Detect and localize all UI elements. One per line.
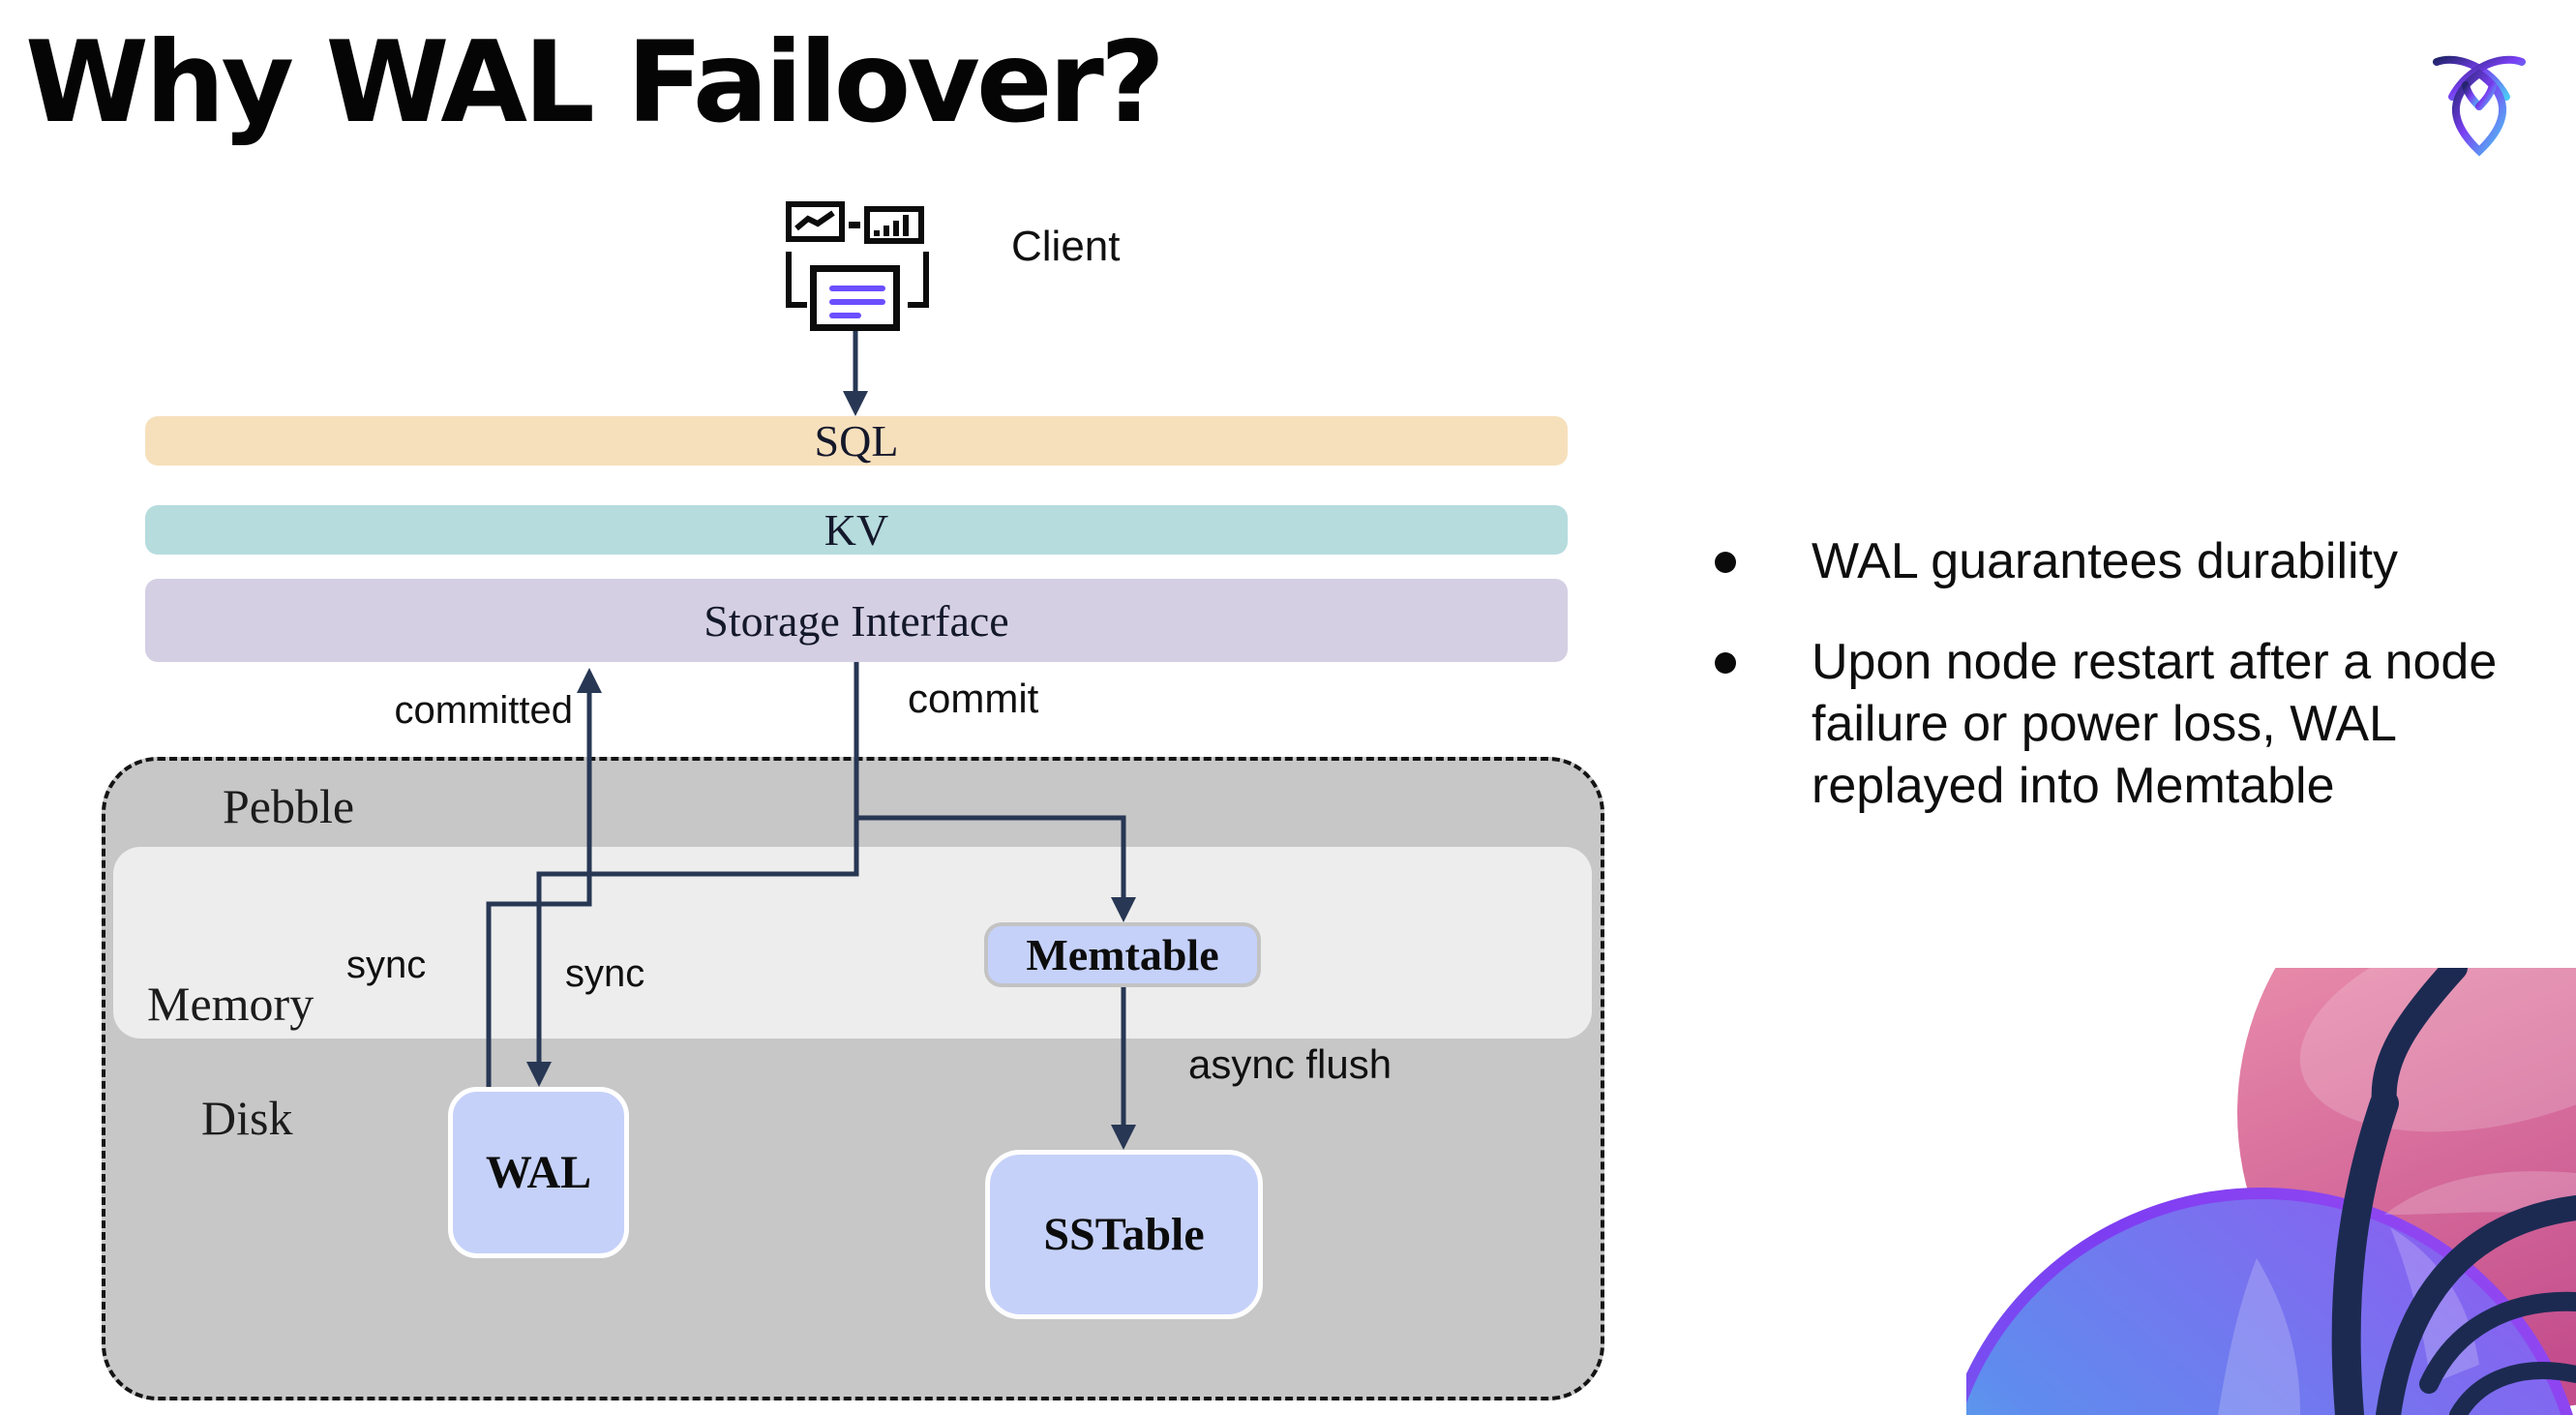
sync-edge-label: sync <box>346 944 427 986</box>
bar-chart-icon <box>864 206 924 244</box>
disk-label: Disk <box>201 1091 293 1145</box>
dash-connector <box>849 222 860 228</box>
statement-line <box>829 299 885 305</box>
sql-statement-icon <box>810 265 900 331</box>
sstable-node-label: SSTable <box>1043 1209 1205 1260</box>
bullet-icon <box>1715 552 1736 573</box>
list-item: Upon node restart after a node failure o… <box>1703 631 2574 817</box>
memory-region <box>113 847 1592 1039</box>
wal-node: WAL <box>448 1087 629 1258</box>
async-flush-edge-label: async flush <box>1188 1041 1393 1087</box>
bullet-list: WAL guarantees durability Upon node rest… <box>1703 530 2574 856</box>
page-title: Why WAL Failover? <box>25 17 1165 148</box>
client-icon <box>780 194 935 339</box>
cockroachdb-logo-icon <box>2433 55 2526 157</box>
line-chart-icon <box>786 201 845 242</box>
client-label: Client <box>1011 223 1121 270</box>
layer-sql: SQL <box>145 416 1568 466</box>
layer-storage-interface-label: Storage Interface <box>704 595 1009 646</box>
committed-edge-label: committed <box>394 689 574 732</box>
layer-kv-label: KV <box>824 505 889 555</box>
bullet-text: WAL guarantees durability <box>1812 533 2399 589</box>
layer-storage-interface: Storage Interface <box>145 579 1568 662</box>
memtable-node-label: Memtable <box>1026 930 1219 979</box>
bullet-text: Upon node restart after a node failure o… <box>1812 634 2498 814</box>
commit-edge-label: commit <box>908 676 1039 721</box>
sstable-node: SSTable <box>985 1150 1263 1319</box>
arrowhead-down <box>843 391 868 416</box>
statement-line <box>829 286 885 291</box>
statement-line <box>829 313 861 318</box>
pebble-label: Pebble <box>223 779 355 833</box>
layer-kv: KV <box>145 505 1568 555</box>
list-item: WAL guarantees durability <box>1703 530 2574 592</box>
wal-node-label: WAL <box>485 1147 592 1198</box>
memtable-node: Memtable <box>984 922 1261 987</box>
bracket-right <box>908 252 929 308</box>
layer-sql-label: SQL <box>814 416 899 466</box>
bracket-left <box>786 252 807 308</box>
sync-edge-label: sync <box>565 952 645 995</box>
blue-circle <box>1966 1188 2573 1415</box>
arrowhead-up <box>577 668 602 693</box>
memory-label: Memory <box>147 977 315 1031</box>
cockroach-artwork <box>1966 968 2576 1415</box>
bullet-icon <box>1715 652 1736 674</box>
